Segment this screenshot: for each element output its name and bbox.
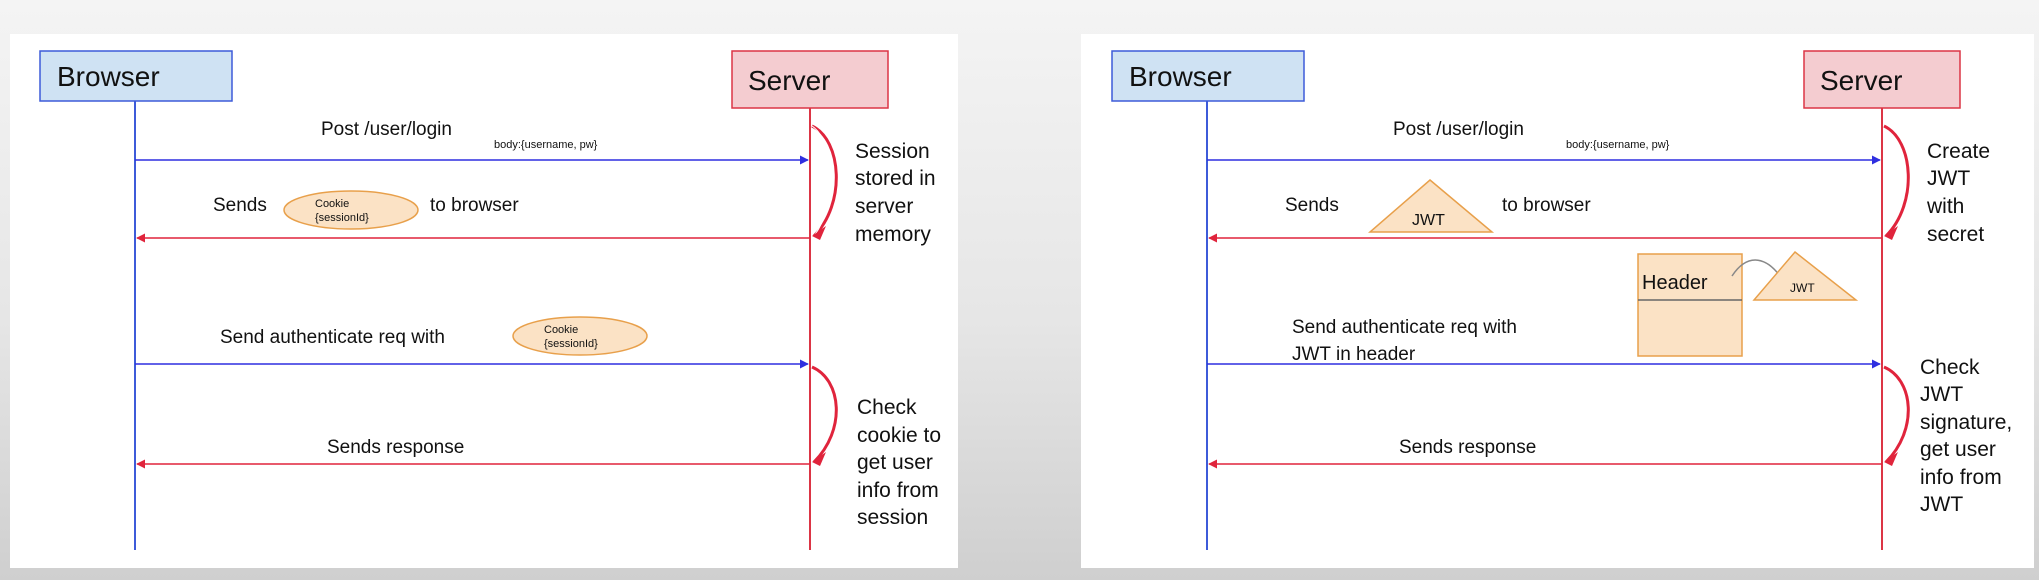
browser-box xyxy=(1111,50,1305,102)
check-jwt-note-line: Check xyxy=(1920,356,1980,379)
header-box xyxy=(1637,253,1743,357)
check-cookie-curve xyxy=(811,365,838,464)
create-jwt-note-line: Create xyxy=(1927,140,1990,163)
check-jwt-curve xyxy=(1883,365,1910,464)
check-jwt-note: Check JWT signature, get user info from … xyxy=(1920,356,2018,516)
session-store-note: Session stored in server memory xyxy=(855,140,941,246)
browser-box xyxy=(39,50,233,102)
session-store-note-line: Session xyxy=(855,140,930,163)
create-jwt-note: Create JWT with secret xyxy=(1926,140,1996,246)
session-store-curve-inner xyxy=(811,125,832,237)
response-label: Sends response xyxy=(327,437,464,458)
request-header-illustration: Header JWT xyxy=(1637,250,1859,357)
header-label: Header xyxy=(1642,272,1708,294)
browser-actor: Browser xyxy=(39,50,233,102)
jwt-token-label: JWT xyxy=(1412,212,1445,229)
session-panel-background xyxy=(10,34,958,568)
create-jwt-note-line: JWT xyxy=(1927,167,1970,190)
session-panel: Browser Server Post /user/login body:{us… xyxy=(10,34,958,568)
browser-actor: Browser xyxy=(1111,50,1305,102)
check-cookie-note-line: get user xyxy=(857,451,933,474)
jwt-token xyxy=(1367,179,1495,233)
check-jwt-note-line: JWT xyxy=(1920,383,1963,406)
create-jwt-curve xyxy=(1883,124,1910,238)
server-actor: Server xyxy=(1803,50,1961,109)
header-jwt-token xyxy=(1752,250,1859,301)
session-store-note-line: stored in xyxy=(855,167,936,190)
sends-cookie-suffix: to browser xyxy=(430,195,519,216)
server-box xyxy=(1803,50,1961,109)
sends-jwt-suffix: to browser xyxy=(1502,195,1591,216)
server-box xyxy=(731,50,889,109)
check-jwt-note-line: info from xyxy=(1920,466,2002,489)
sends-cookie-message: Sends Cookie {sessionId} to browser xyxy=(136,190,810,243)
cookie-token-line2: {sessionId} xyxy=(315,212,369,224)
sends-jwt-message: Sends JWT to browser xyxy=(1208,179,1882,243)
jwt-panel: Browser Server Post /user/login body:{us… xyxy=(1081,34,2034,568)
login-request-body: body:{username, pw} xyxy=(494,139,598,151)
check-cookie-note-line: session xyxy=(857,506,928,529)
check-jwt-curve-head xyxy=(1884,452,1898,466)
create-jwt-note-line: with xyxy=(1926,195,1964,218)
check-cookie-curve-head xyxy=(812,452,826,466)
check-cookie-note-line: cookie to xyxy=(857,424,941,447)
authenticate-request-label-line1: Send authenticate req with xyxy=(1292,317,1517,338)
server-label: Server xyxy=(1820,65,1902,96)
auth-cookie-token-line2: {sessionId} xyxy=(544,338,598,350)
server-label: Server xyxy=(748,65,830,96)
session-store-curve xyxy=(811,124,838,238)
cookie-token xyxy=(283,190,419,230)
login-request-label: Post /user/login xyxy=(321,119,452,140)
create-jwt-curve-head xyxy=(1884,226,1898,240)
auth-cookie-token-line1: Cookie xyxy=(544,324,578,336)
create-jwt-note-line: secret xyxy=(1927,223,1984,246)
login-request-label: Post /user/login xyxy=(1393,119,1524,140)
check-cookie-note-line: Check xyxy=(857,396,917,419)
browser-label: Browser xyxy=(1129,61,1232,92)
response-message: Sends response xyxy=(1208,437,1882,469)
authenticate-request-message: Send authenticate req with Cookie {sessi… xyxy=(135,316,809,369)
cookie-token-line1: Cookie xyxy=(315,198,349,210)
response-message: Sends response xyxy=(136,437,810,469)
authenticate-request-label: Send authenticate req with xyxy=(220,327,445,348)
session-store-curve-head xyxy=(812,226,826,240)
browser-label: Browser xyxy=(57,61,160,92)
response-label: Sends response xyxy=(1399,437,1536,458)
check-jwt-note-line: signature, xyxy=(1920,411,2012,434)
login-request-message: Post /user/login body:{username, pw} xyxy=(1207,119,1881,165)
jwt-panel-background xyxy=(1081,34,2034,568)
login-request-body: body:{username, pw} xyxy=(1566,139,1670,151)
check-cookie-note: Check cookie to get user info from sessi… xyxy=(857,396,947,529)
sends-jwt-prefix: Sends xyxy=(1285,195,1339,216)
session-store-note-line: memory xyxy=(855,223,931,246)
check-cookie-note-line: info from xyxy=(857,479,939,502)
sends-cookie-prefix: Sends xyxy=(213,195,267,216)
login-request-message: Post /user/login body:{username, pw} xyxy=(135,119,809,165)
authenticate-request-message: Send authenticate req with JWT in header xyxy=(1207,317,1881,369)
header-jwt-label: JWT xyxy=(1790,281,1815,295)
session-store-note-line: server xyxy=(855,195,913,218)
check-jwt-note-line: get user xyxy=(1920,438,1996,461)
check-jwt-note-line: JWT xyxy=(1920,493,1963,516)
server-actor: Server xyxy=(731,50,889,109)
auth-cookie-token xyxy=(512,316,648,356)
authenticate-request-label-line2: JWT in header xyxy=(1292,344,1416,365)
